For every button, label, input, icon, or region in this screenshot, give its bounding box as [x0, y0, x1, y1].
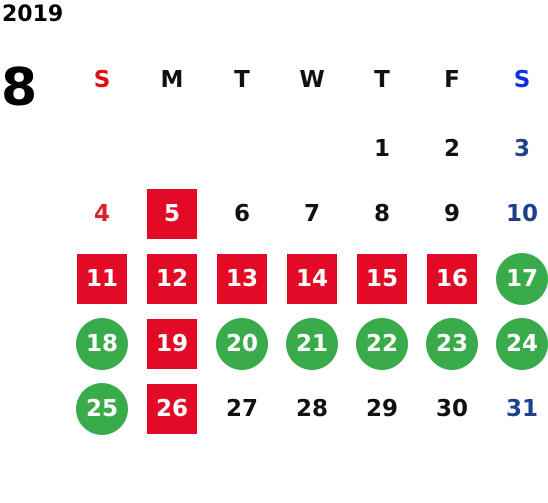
- calendar-day-9[interactable]: 9: [443, 201, 460, 227]
- calendar-day-27[interactable]: 27: [225, 396, 258, 422]
- calendar-day-31[interactable]: 31: [505, 396, 538, 422]
- weekday-label-2: T: [234, 67, 250, 93]
- calendar-day-1[interactable]: 1: [373, 136, 390, 162]
- calendar-day-23[interactable]: 23: [426, 318, 478, 370]
- calendar-day-30[interactable]: 30: [435, 396, 468, 422]
- calendar-day-26[interactable]: 26: [147, 384, 197, 434]
- calendar-day-11[interactable]: 11: [77, 254, 127, 304]
- calendar-day-3[interactable]: 3: [513, 136, 530, 162]
- calendar-day-17[interactable]: 17: [496, 253, 548, 305]
- calendar-day-8[interactable]: 8: [373, 201, 390, 227]
- weekday-label-6: S: [513, 67, 531, 93]
- calendar-year: 2019: [2, 2, 64, 27]
- calendar-day-18[interactable]: 18: [76, 318, 128, 370]
- calendar-day-2[interactable]: 2: [443, 136, 460, 162]
- calendar-day-13[interactable]: 13: [217, 254, 267, 304]
- calendar-day-21[interactable]: 21: [286, 318, 338, 370]
- weekday-label-4: T: [374, 67, 390, 93]
- calendar-day-24[interactable]: 24: [496, 318, 548, 370]
- weekday-label-0: S: [93, 67, 111, 93]
- calendar-day-10[interactable]: 10: [505, 201, 538, 227]
- calendar-day-4[interactable]: 4: [93, 201, 110, 227]
- calendar-day-19[interactable]: 19: [147, 319, 197, 369]
- calendar-day-5[interactable]: 5: [147, 189, 197, 239]
- calendar-day-7[interactable]: 7: [303, 201, 320, 227]
- calendar-day-12[interactable]: 12: [147, 254, 197, 304]
- calendar-day-22[interactable]: 22: [356, 318, 408, 370]
- calendar-day-6[interactable]: 6: [233, 201, 250, 227]
- calendar-day-16[interactable]: 16: [427, 254, 477, 304]
- calendar-day-25[interactable]: 25: [76, 383, 128, 435]
- weekday-label-5: F: [444, 67, 460, 93]
- calendar-day-15[interactable]: 15: [357, 254, 407, 304]
- calendar-month: 8: [1, 58, 38, 118]
- weekday-label-1: M: [160, 67, 184, 93]
- calendar-day-29[interactable]: 29: [365, 396, 398, 422]
- weekday-label-3: W: [299, 67, 325, 93]
- calendar-day-20[interactable]: 20: [216, 318, 268, 370]
- calendar-day-28[interactable]: 28: [295, 396, 328, 422]
- calendar-day-14[interactable]: 14: [287, 254, 337, 304]
